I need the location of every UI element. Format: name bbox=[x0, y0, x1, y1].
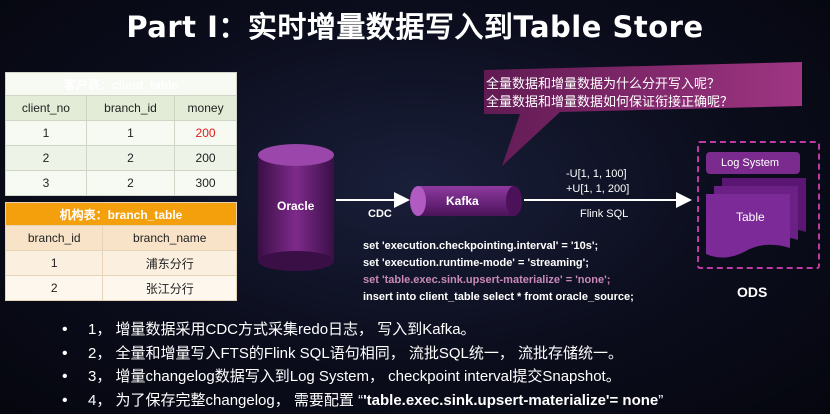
bullet-item-3: 3， 增量changelog数据写入到Log System， checkpoin… bbox=[62, 365, 663, 389]
kafka-queue-icon bbox=[410, 186, 522, 216]
client-table: 客户表：client_table client_no branch_id mon… bbox=[5, 72, 237, 196]
log-system-box bbox=[706, 152, 800, 174]
cell: 1 bbox=[5, 120, 87, 146]
cell: 200 bbox=[174, 145, 237, 171]
code-line-3: set 'table.exec.sink.upsert-materialize'… bbox=[363, 274, 611, 286]
kafka-label: Kafka bbox=[446, 194, 479, 208]
bullet-item-4: 4， 为了保存完整changelog， 需要配置 “'table.exec.si… bbox=[62, 389, 663, 413]
cell-highlighted: 200 bbox=[174, 120, 237, 146]
changelog-line-1: -U[1, 1, 100] bbox=[566, 168, 627, 180]
header-branch-name: branch_name bbox=[102, 225, 237, 251]
table-row: 2 2 200 bbox=[5, 145, 237, 171]
cell: 2 bbox=[5, 145, 87, 171]
table-row: 3 2 300 bbox=[5, 170, 237, 196]
bullet-4-prefix: 4， 为了保存完整changelog， 需要配置 “ bbox=[88, 391, 364, 409]
page-title: Part I：实时增量数据写入到Table Store bbox=[126, 10, 704, 44]
cell: 1 bbox=[4, 250, 104, 276]
table-storage-icon bbox=[706, 178, 806, 258]
cell: 张江分行 bbox=[102, 275, 237, 301]
bullet-item-2: 2， 全量和增量写入FTS的Flink SQL语句相同， 流批SQL统一， 流批… bbox=[62, 342, 663, 366]
cell: 300 bbox=[174, 170, 237, 196]
code-line-1: set 'execution.checkpointing.interval' =… bbox=[363, 240, 599, 252]
branch-table-caption: 机构表：branch_table bbox=[5, 202, 237, 226]
flink-sql-label: Flink SQL bbox=[580, 208, 629, 220]
cell: 2 bbox=[85, 170, 176, 196]
cell: 3 bbox=[5, 170, 87, 196]
bullet-item-1: 1， 增量数据采用CDC方式采集redo日志， 写入到Kafka。 bbox=[62, 318, 663, 342]
header-branch-id: branch_id bbox=[85, 95, 176, 121]
oracle-label: Oracle bbox=[277, 199, 315, 213]
oracle-database-icon bbox=[258, 144, 334, 271]
callout-line-2: 全量数据和增量数据如何保证衔接正确呢？ bbox=[486, 94, 734, 109]
table-row: 2 张江分行 bbox=[4, 275, 237, 301]
callout-bubble bbox=[484, 62, 802, 166]
code-line-2: set 'execution.runtime-mode' = 'streamin… bbox=[363, 257, 589, 269]
bullet-list: 1， 增量数据采用CDC方式采集redo日志， 写入到Kafka。 2， 全量和… bbox=[62, 318, 663, 412]
cdc-label: CDC bbox=[368, 208, 392, 220]
callout-text: 全量数据和增量数据为什么分开写入呢？ 全量数据和增量数据如何保证衔接正确呢？ bbox=[486, 75, 733, 111]
ods-container bbox=[697, 141, 820, 269]
code-line-4: insert into client_table select * fromt … bbox=[363, 291, 634, 303]
cell: 2 bbox=[85, 145, 176, 171]
table-row: 1 1 200 bbox=[5, 120, 237, 146]
log-system-label: Log System bbox=[721, 157, 780, 169]
branch-table: 机构表：branch_table branch_id branch_name 1… bbox=[4, 202, 237, 301]
sql-code-block: set 'execution.checkpointing.interval' =… bbox=[363, 238, 634, 306]
table-label: Table bbox=[736, 210, 765, 224]
bullet-4-suffix: ” bbox=[658, 391, 664, 409]
header-client-no: client_no bbox=[5, 95, 87, 121]
bullet-4-config: 'table.exec.sink.upsert-materialize'= no… bbox=[363, 391, 659, 409]
callout-line-1: 全量数据和增量数据为什么分开写入呢？ bbox=[486, 76, 721, 91]
ods-label: ODS bbox=[737, 284, 768, 300]
header-branch-id: branch_id bbox=[4, 225, 104, 251]
changelog-line-2: +U[1, 1, 200] bbox=[566, 183, 630, 195]
cell: 2 bbox=[4, 275, 104, 301]
cell: 1 bbox=[85, 120, 176, 146]
